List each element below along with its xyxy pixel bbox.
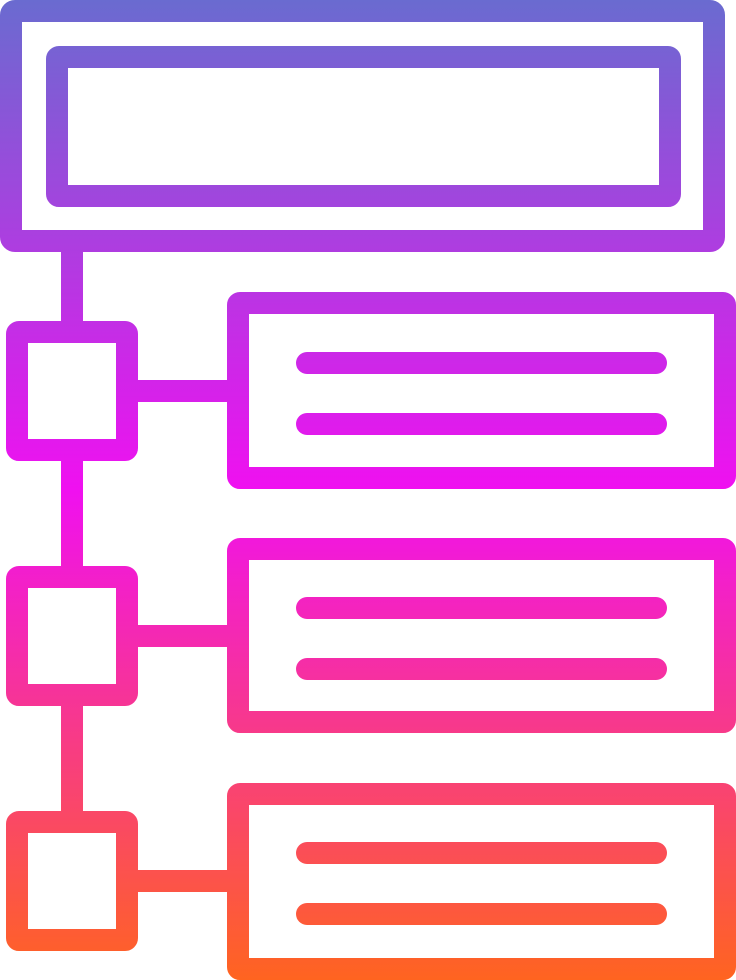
node-square-1 — [6, 321, 138, 461]
header-outer-frame — [0, 0, 725, 252]
item-card-3 — [227, 783, 736, 980]
header-inner-box — [46, 46, 681, 207]
item-card-1 — [227, 292, 736, 489]
item-card-2 — [227, 538, 736, 733]
node-square-2 — [6, 566, 138, 706]
node-square-3 — [6, 811, 138, 951]
